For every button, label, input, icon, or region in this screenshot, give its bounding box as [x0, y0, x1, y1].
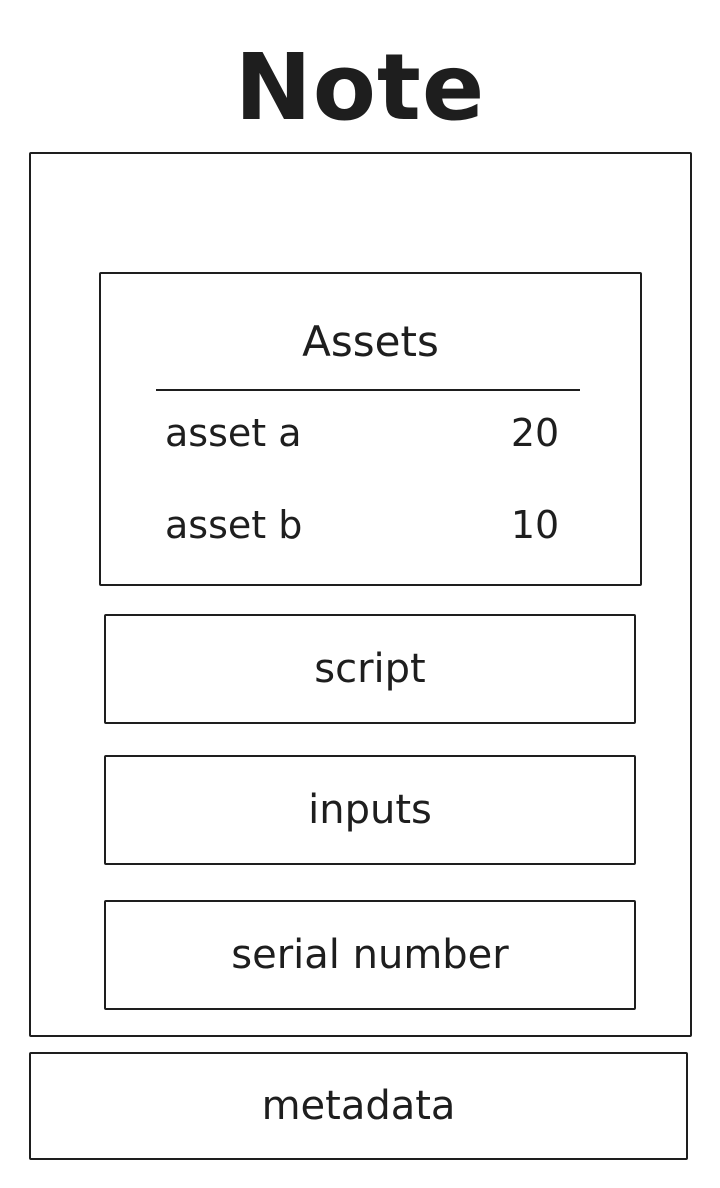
asset-name: asset a	[165, 411, 302, 455]
asset-row: asset b 10	[165, 499, 575, 551]
assets-divider	[156, 389, 580, 391]
serial-number-label: serial number	[231, 932, 509, 978]
assets-box: Assets asset a 20 asset b 10	[99, 272, 642, 586]
asset-row: asset a 20	[165, 407, 575, 459]
note-title: Note	[234, 34, 486, 141]
asset-value: 10	[510, 503, 560, 547]
asset-value: 20	[510, 411, 560, 455]
script-label: script	[314, 646, 426, 692]
inputs-box: inputs	[104, 755, 636, 865]
inputs-label: inputs	[308, 787, 432, 833]
assets-heading: Assets	[302, 317, 439, 366]
asset-name: asset b	[165, 503, 303, 547]
script-box: script	[104, 614, 636, 724]
note-container	[29, 152, 692, 1037]
metadata-box: metadata	[29, 1052, 688, 1160]
serial-number-box: serial number	[104, 900, 636, 1010]
metadata-label: metadata	[261, 1083, 456, 1129]
